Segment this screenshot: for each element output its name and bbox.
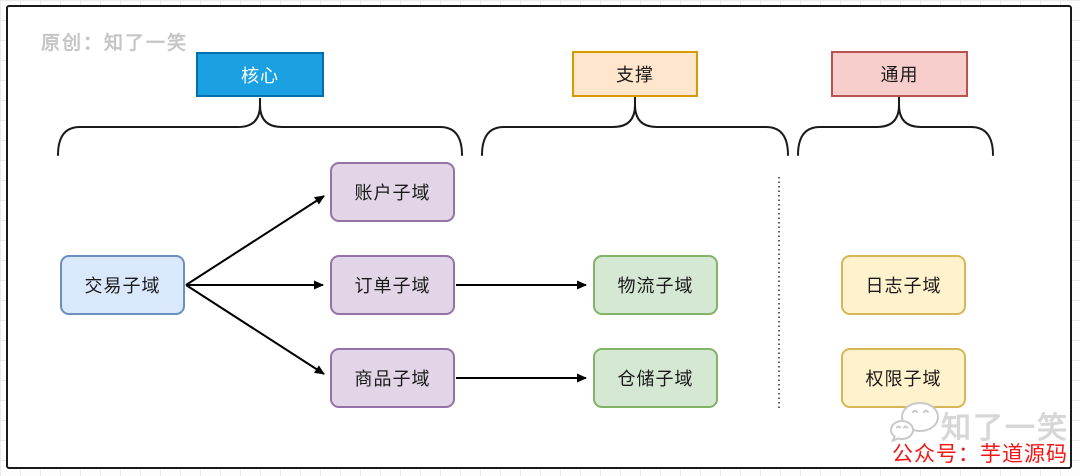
footer-brand-text: 知了一笑 [941,412,1069,445]
node-product-subdomain: 商品子域 [330,348,455,408]
header-support: 支撑 [572,51,698,97]
footer-subtitle-text: 公众号：芋道源码 [892,442,1068,466]
node-log-subdomain: 日志子域 [841,255,966,315]
node-account-subdomain: 账户子域 [330,162,455,222]
attribution-watermark: 原创：知了一笑 [41,33,189,54]
header-core: 核心 [196,52,324,97]
node-warehouse-subdomain: 仓储子域 [593,348,718,408]
node-trade-subdomain: 交易子域 [60,255,185,315]
header-general: 通用 [831,51,968,97]
node-order-subdomain: 订单子域 [330,255,455,315]
wechat-icon [889,401,940,443]
node-permission-subdomain: 权限子域 [841,348,966,408]
node-logistics-subdomain: 物流子域 [593,255,718,315]
